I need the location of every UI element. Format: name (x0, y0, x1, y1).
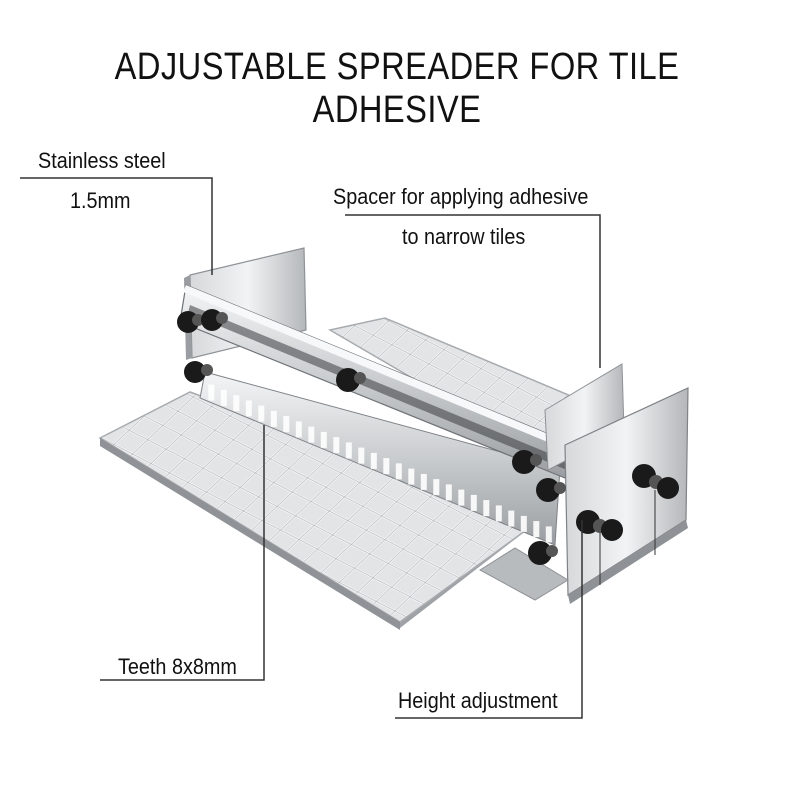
tooth-gap (483, 500, 490, 517)
tooth-gap (395, 463, 402, 480)
tooth-gap (383, 458, 390, 475)
leader-spacer (345, 214, 601, 368)
tooth-gap (270, 410, 277, 427)
tooth-gap (345, 442, 352, 459)
stainless-label-line1: Stainless steel (38, 148, 166, 173)
tooth-gap (283, 416, 290, 433)
tooth-gap (458, 489, 465, 506)
tooth-gap (220, 389, 227, 406)
tooth-gap (520, 515, 527, 532)
teeth-label: Teeth 8x8mm (118, 654, 237, 679)
leader-stainless (20, 177, 213, 275)
knob-icon (336, 368, 366, 392)
tooth-gap (433, 479, 440, 496)
tooth-gap (333, 437, 340, 454)
spacer-label-line2: to narrow tiles (402, 224, 526, 249)
knob-icon (528, 541, 558, 565)
tooth-gap (258, 405, 265, 422)
tooth-gap (408, 468, 415, 485)
tooth-gap (533, 521, 540, 538)
tooth-gap (233, 395, 240, 412)
spacer-label-line1: Spacer for applying adhesive (333, 184, 589, 209)
stainless-label-line2: 1.5mm (70, 188, 131, 213)
leader-teeth (100, 425, 265, 681)
right-side-wall (479, 387, 689, 604)
knob-icon (177, 311, 204, 333)
tooth-gap (320, 431, 327, 448)
tooth-gap (208, 384, 215, 401)
tooth-gap (295, 421, 302, 438)
tooth-gap (358, 447, 365, 464)
height-label: Height adjustment (398, 688, 558, 713)
leader-lines (20, 177, 601, 719)
tooth-gap (445, 484, 452, 501)
base-plate (98, 391, 542, 630)
knob-icon (201, 309, 228, 331)
main-bar (179, 284, 576, 479)
knob-icon (512, 450, 542, 474)
tooth-gap (495, 505, 502, 522)
toothed-blade (199, 371, 561, 546)
tooth-gap (245, 400, 252, 417)
tooth-gap (470, 494, 477, 511)
tooth-gap (370, 452, 377, 469)
knob-icon (184, 361, 213, 383)
tooth-gap (308, 426, 315, 443)
tooth-gap (508, 510, 515, 527)
adjustment-knobs (177, 309, 679, 565)
knob-icon (632, 464, 679, 499)
tooth-gap (420, 473, 427, 490)
tooth-gap (545, 526, 552, 543)
leader-height (395, 520, 583, 719)
knob-icon (536, 478, 566, 502)
page-title: ADJUSTABLE SPREADER FOR TILE ADHESIVE (114, 46, 680, 131)
